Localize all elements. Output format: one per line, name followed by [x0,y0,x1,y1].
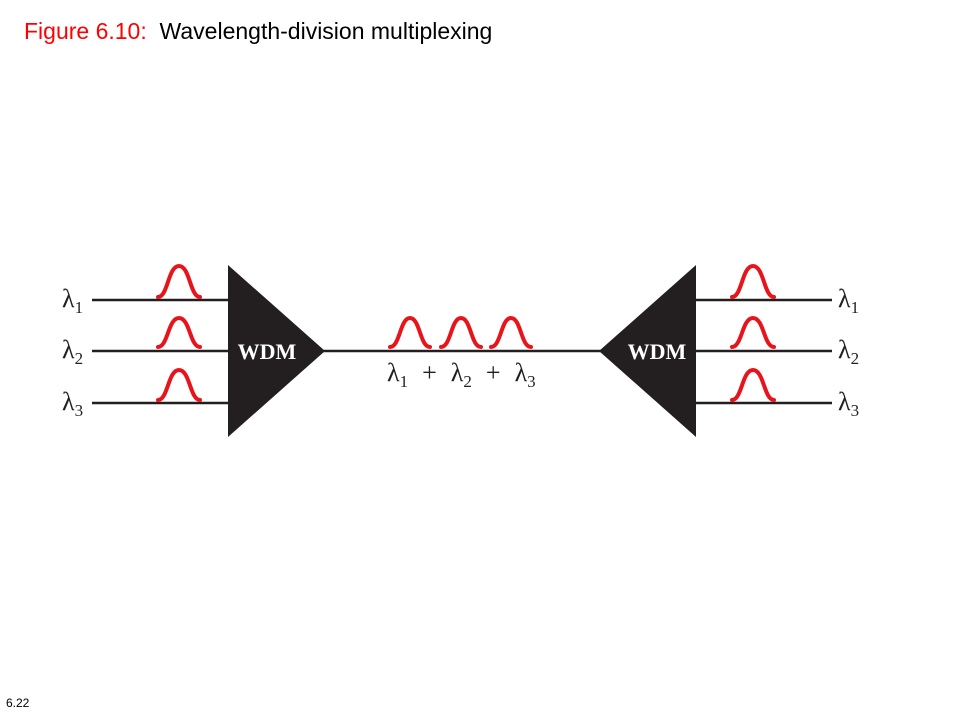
output-label-1: λ1 [838,284,859,317]
figure-title: Figure 6.10: Wavelength-division multipl… [24,18,492,45]
input-label-1: λ1 [62,284,83,317]
demux-triangle [599,265,696,437]
demux-label: WDM [628,339,687,364]
figure-number: Figure 6.10: [24,18,147,44]
combined-pulse-3 [489,315,533,349]
mux-label: WDM [238,339,297,364]
output-pulse-3 [730,367,776,402]
input-label-3: λ3 [62,387,83,420]
mux-triangle [228,265,325,437]
input-pulse-1 [156,263,202,299]
output-label-3: λ3 [838,387,859,420]
combined-label: λ1+λ2+λ3 [387,358,536,391]
input-pulse-2 [156,315,202,349]
output-label-2: λ2 [838,335,859,368]
output-pulse-2 [730,315,776,349]
page-number: 6.22 [6,696,30,710]
output-pulse-1 [730,263,776,299]
figure-caption: Wavelength-division multiplexing [159,18,493,44]
combined-pulse-2 [439,315,483,349]
input-pulse-3 [156,367,202,402]
input-label-2: λ2 [62,335,83,368]
combined-pulse-1 [388,315,432,349]
